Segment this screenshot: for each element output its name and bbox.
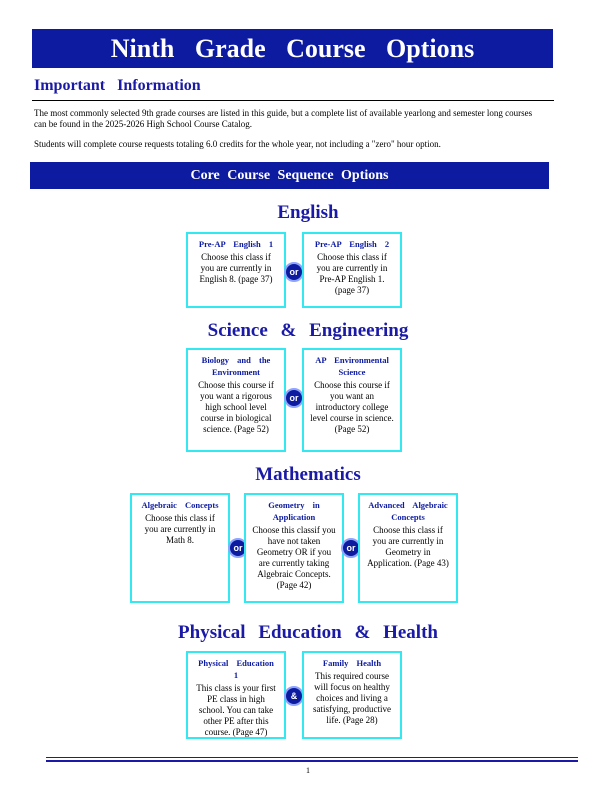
course-card-ap-environmental-science: AP Environmental Science Choose this cou…: [302, 348, 402, 452]
subject-heading-pe-health: Physical Education & Health: [178, 622, 438, 643]
course-card-biology-environment: Biology and the Environment Choose this …: [186, 348, 286, 452]
heading-divider: [32, 100, 554, 101]
course-card-pre-ap-english-1: Pre-AP English 1 Choose this class if yo…: [186, 232, 286, 308]
footer-divider: [46, 760, 578, 762]
subject-heading-english: English: [277, 202, 339, 223]
page-title-banner: Ninth Grade Course Options: [32, 29, 553, 68]
or-connector-icon: or: [284, 388, 304, 408]
course-card-advanced-algebraic-concepts: Advanced Algebraic Concepts Choose this …: [358, 493, 458, 603]
course-description: Choose this class if you are currently i…: [144, 513, 216, 545]
or-connector-icon: or: [284, 262, 304, 282]
course-description: Choose this course if you want an introd…: [310, 380, 394, 434]
course-description: This required course will focus on healt…: [313, 671, 391, 725]
course-description: This class is your first PE class in hig…: [196, 683, 276, 737]
course-title: Pre-AP English 1: [198, 239, 274, 249]
course-card-geometry-in-application: Geometry in Application Choose this clas…: [244, 493, 344, 603]
course-title: Geometry in Application: [268, 500, 320, 522]
page-number: 1: [306, 766, 310, 775]
credits-paragraph: Students will complete course requests t…: [34, 139, 441, 149]
course-title: Biology and the Environment: [201, 355, 271, 377]
ampersand-connector-icon: &: [284, 686, 304, 706]
course-title: Physical Education 1: [198, 658, 274, 680]
course-title: Algebraic Concepts: [141, 500, 219, 510]
course-description: Choose this class if you are currently i…: [367, 525, 449, 568]
subject-heading-science: Science & Engineering: [207, 320, 409, 341]
intro-paragraph: The most commonly selected 9th grade cou…: [34, 108, 533, 129]
course-title: Family Health: [322, 658, 382, 668]
course-title: AP Environmental Science: [315, 355, 389, 377]
course-title: Pre-AP English 2: [314, 239, 390, 249]
course-card-pre-ap-english-2: Pre-AP English 2 Choose this class if yo…: [302, 232, 402, 308]
course-description: Choose this class if you are currently i…: [199, 252, 273, 284]
course-card-family-health: Family Health This required course will …: [302, 651, 402, 739]
course-description: Choose this course if you want a rigorou…: [198, 380, 274, 434]
course-card-algebraic-concepts: Algebraic Concepts Choose this class if …: [130, 493, 230, 603]
course-card-physical-education-1: Physical Education 1 This class is your …: [186, 651, 286, 739]
footer-divider: [46, 757, 578, 758]
subject-heading-mathematics: Mathematics: [255, 464, 361, 485]
course-title: Advanced Algebraic Concepts: [368, 500, 448, 522]
course-description: Choose this class if you are currently i…: [316, 252, 388, 295]
course-description: Choose this classif you have not taken G…: [252, 525, 336, 590]
important-information-heading: Important Information: [34, 77, 201, 94]
core-sequence-banner: Core Course Sequence Options: [30, 162, 549, 189]
